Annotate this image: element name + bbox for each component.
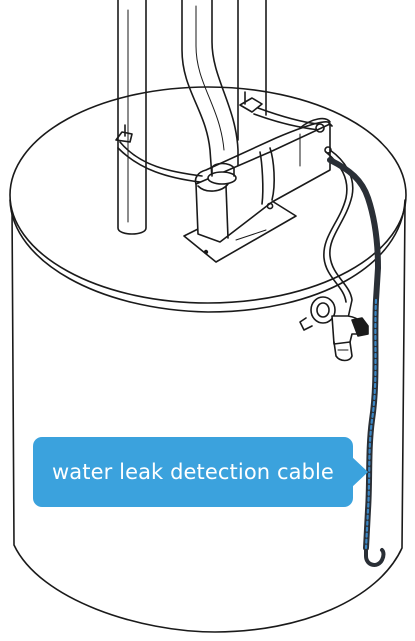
left-pipe	[117, 0, 147, 235]
left-pipe-tie	[115, 124, 203, 183]
leak-sensor-device	[194, 117, 333, 243]
right-pipe	[237, 0, 267, 141]
callout-pointer	[351, 456, 368, 488]
curved-hose	[181, 0, 239, 179]
cable-callout: water leak detection cable	[33, 437, 368, 507]
detection-cable	[327, 157, 386, 567]
callout-bubble	[33, 437, 353, 507]
callout-label: water leak detection cable	[52, 460, 334, 484]
drain-valve	[299, 296, 369, 362]
